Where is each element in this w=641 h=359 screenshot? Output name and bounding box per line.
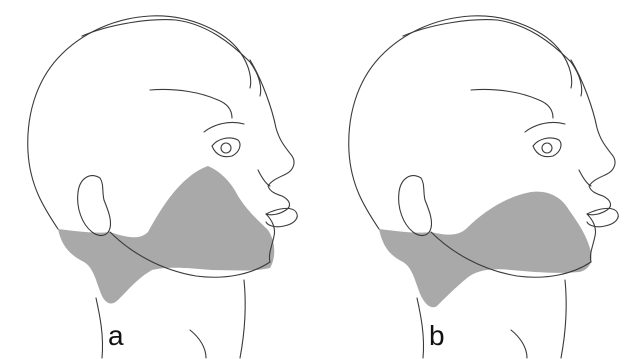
panel-b: b (321, 0, 641, 359)
temple-line-b (471, 89, 553, 118)
brow-a (204, 122, 244, 132)
lips-a (266, 208, 297, 226)
eye-outline-a (212, 138, 240, 157)
eye-outline-b (533, 138, 561, 157)
panel-label-b: b (429, 322, 445, 350)
neck-front-b (561, 280, 566, 358)
hairline-a (82, 20, 261, 96)
temple-line-a (150, 89, 232, 118)
head-drawing-a (0, 0, 320, 359)
lips-b (587, 208, 618, 226)
shaded-region-b (379, 192, 592, 308)
neck-back-b (417, 298, 424, 358)
iris-b (542, 143, 552, 153)
panel-label-a: a (108, 322, 124, 350)
iris-a (221, 143, 231, 153)
neck-back-a (96, 298, 103, 358)
nostril-a (258, 170, 270, 186)
collar-a (190, 330, 206, 358)
head-drawing-b (321, 0, 641, 359)
neck-front-a (240, 280, 245, 358)
shaded-region-a (58, 166, 274, 303)
brow-b (525, 122, 565, 132)
nostril-b (579, 170, 591, 186)
collar-b (511, 330, 527, 358)
panel-a: a (0, 0, 320, 359)
hairline-b (403, 20, 582, 96)
ear-b (399, 176, 432, 236)
ear-a (78, 176, 111, 236)
